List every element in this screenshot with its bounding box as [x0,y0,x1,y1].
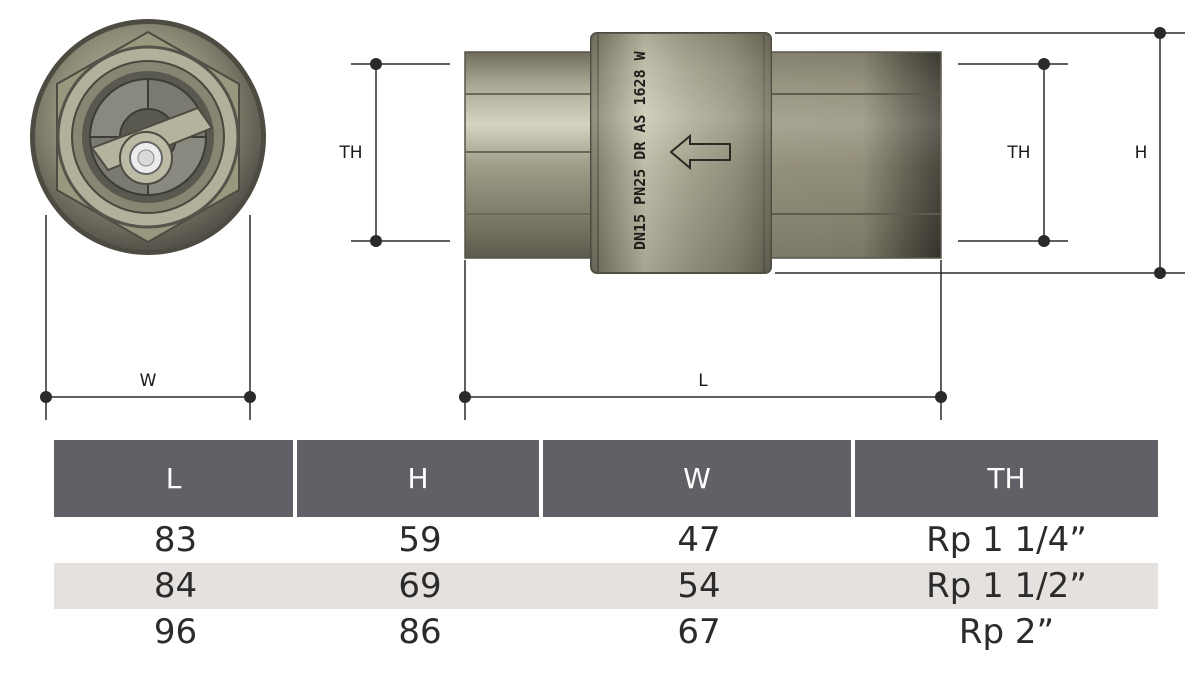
header-l: L [54,440,297,517]
cell-w: 47 [677,520,721,560]
dimension-l [459,260,947,420]
table-row: 84 69 54 Rp 1 1/2” [54,563,1158,609]
table-header-row: L H W TH [54,440,1158,517]
dimension-label-h: H [1135,143,1148,163]
cell-l: 84 [54,563,297,609]
header-w: W [543,440,855,517]
cell-l: 96 [153,612,198,652]
dimension-th-right [958,58,1068,247]
cell-h: 69 [297,563,543,609]
end-view [30,19,266,255]
dimension-w [40,215,256,420]
dimensions-table: L H W TH 83 59 47 Rp 1 1/4” 84 69 54 Rp … [54,440,1158,655]
header-th: TH [855,440,1158,517]
dimension-label-l: L [698,371,708,391]
cell-th: Rp 1 1/4” [926,520,1087,560]
cell-h: 86 [398,612,442,652]
dimension-label-th-left: TH [338,143,362,163]
cell-w: 67 [677,612,721,652]
dimension-th-left [351,58,450,247]
dimension-label-w: W [140,371,157,391]
cell-w: 54 [543,563,855,609]
cell-h: 59 [398,520,442,560]
side-view [464,32,942,274]
cell-l: 83 [153,520,198,560]
valve-technical-drawing: W DN15 PN25 DR AS 1628 W [30,19,1185,420]
dimension-label-th-right: TH [1006,143,1030,163]
cell-th: Rp 2” [958,612,1055,652]
table-row: 83 59 47 Rp 1 1/4” [54,517,1158,563]
table-row: 96 86 67 Rp 2” [54,609,1158,655]
dimension-h [775,27,1185,279]
cell-th: Rp 1 1/2” [855,563,1158,609]
valve-marking-text: DN15 PN25 DR AS 1628 W [631,50,649,250]
header-h: H [297,440,543,517]
